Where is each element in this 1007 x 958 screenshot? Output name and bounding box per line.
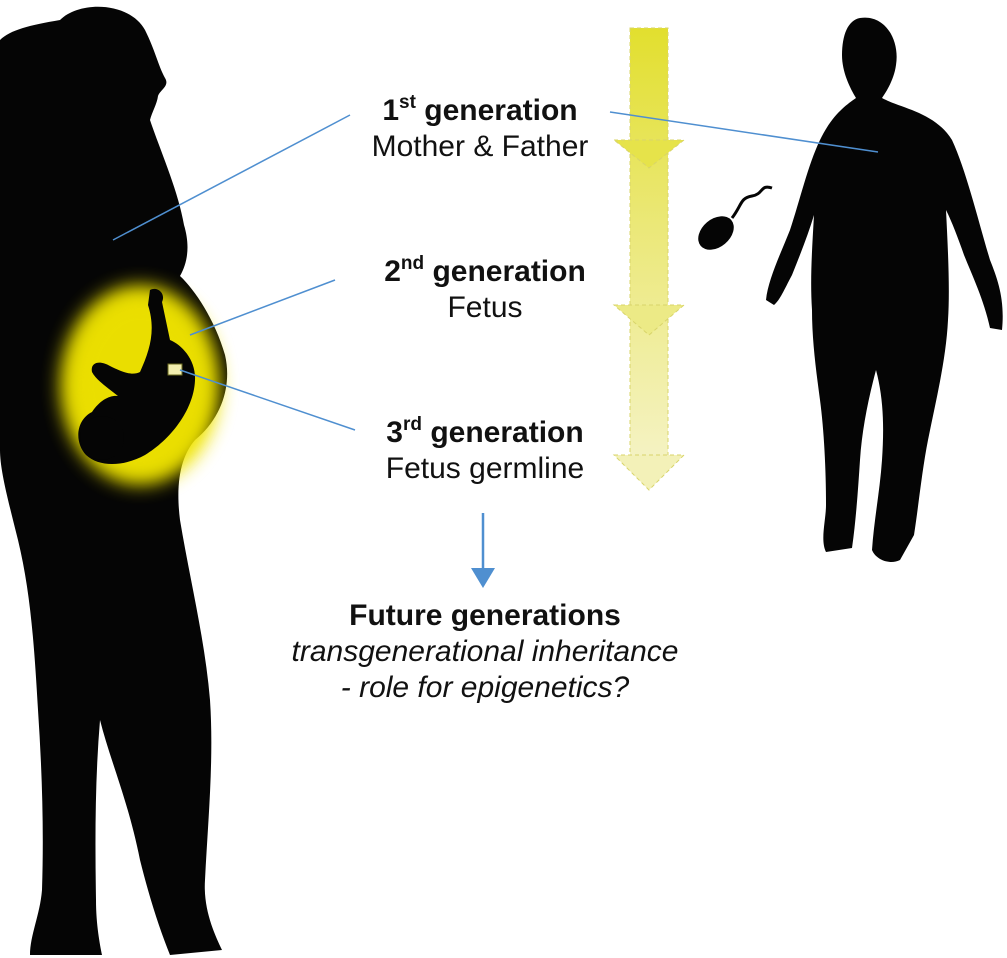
connector-line-fetus [190,280,335,335]
generation-2-label: 2nd generation Fetus [335,253,635,326]
future-generations-block: Future generations transgenerational inh… [230,598,740,706]
future-generations-note-1: transgenerational inheritance [230,634,740,670]
germ-cell-icon [168,364,182,375]
man-silhouette [766,18,1003,562]
fetus-silhouette [60,285,220,485]
pregnant-woman-silhouette [0,7,227,955]
generation-3-title: 3rd generation [335,414,635,451]
future-arrow [471,513,495,588]
sperm-icon [692,187,772,257]
generation-1-label: 1st generation Mother & Father [330,92,630,165]
generation-2-title: 2nd generation [335,253,635,290]
generation-3-subtitle: Fetus germline [335,451,635,487]
future-generations-note-2: - role for epigenetics? [230,670,740,706]
generation-3-label: 3rd generation Fetus germline [335,414,635,487]
future-generations-title: Future generations [230,598,740,634]
generation-1-title: 1st generation [330,92,630,129]
generation-2-subtitle: Fetus [335,290,635,326]
generation-1-subtitle: Mother & Father [330,129,630,165]
